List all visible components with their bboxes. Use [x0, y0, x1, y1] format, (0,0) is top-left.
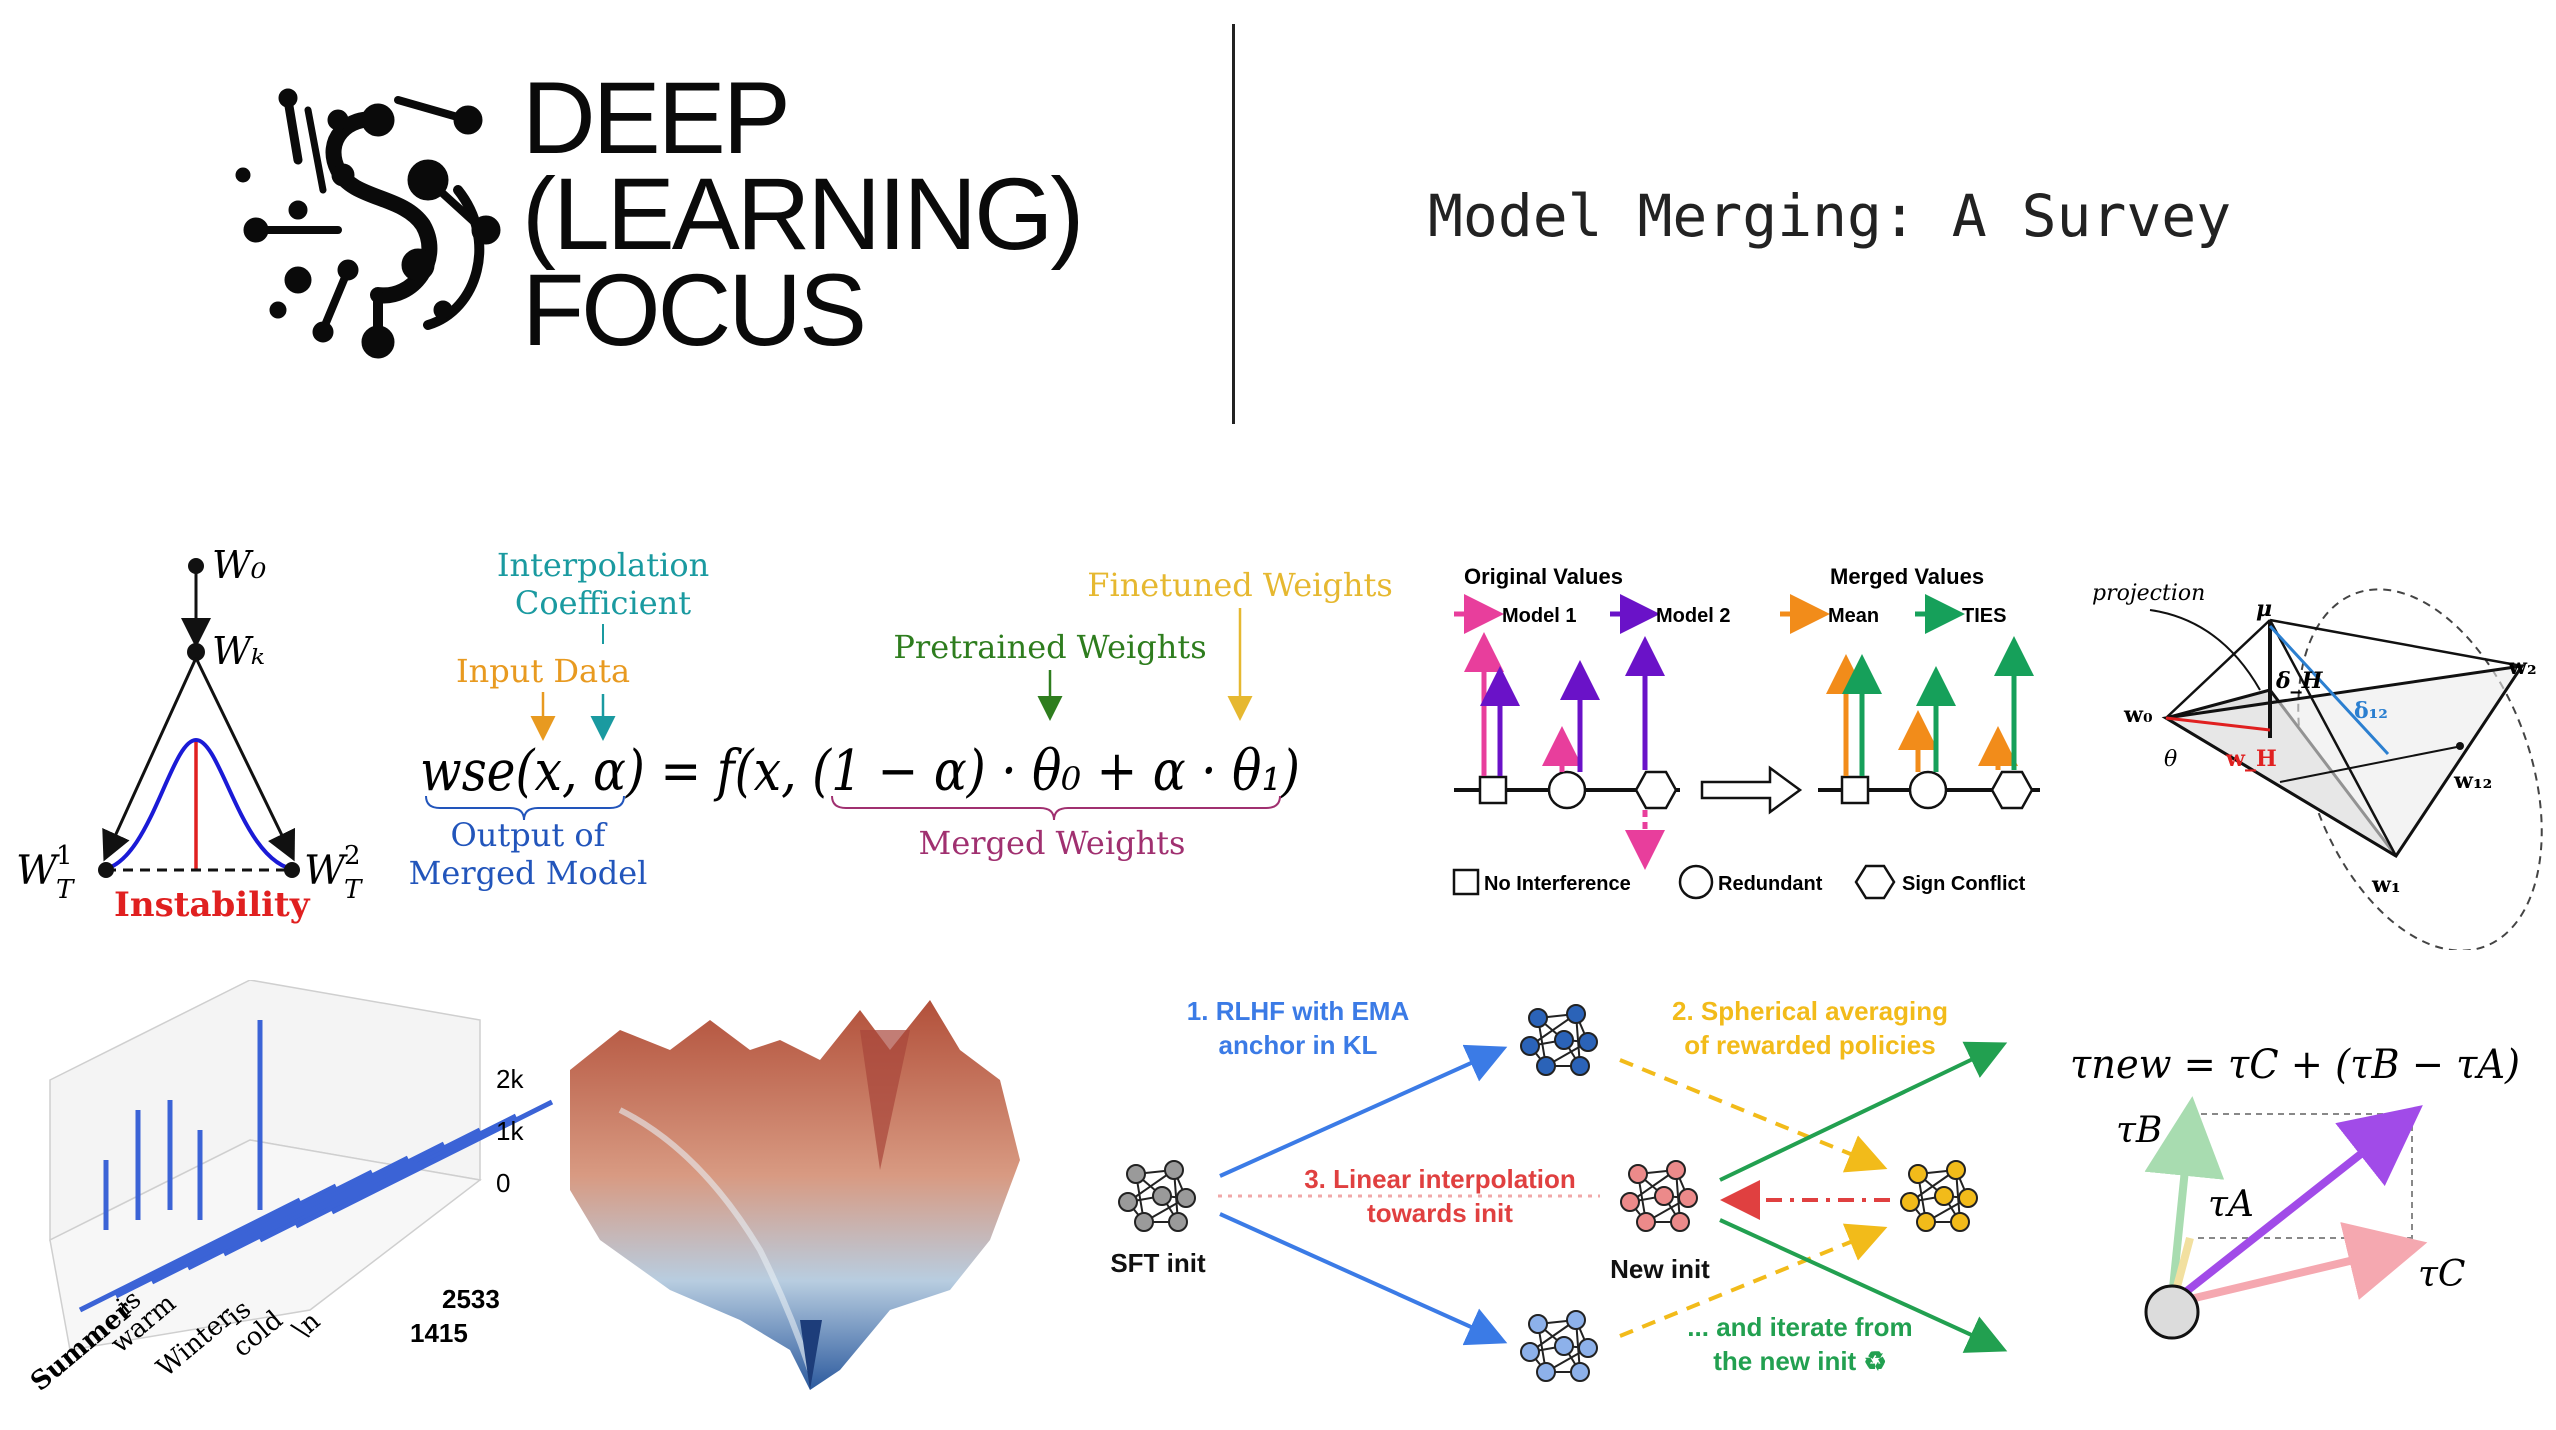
token-series-line [186, 1155, 410, 1271]
token-series-line [258, 1127, 482, 1243]
legend-ties: TIES [1962, 605, 2006, 627]
averaged-network-icon [1900, 1160, 1978, 1232]
origin-node [2144, 1284, 2200, 1340]
delta-12-label: δ₁₂ [2354, 698, 2388, 724]
wk-label: Wₖ [212, 629, 265, 673]
delta-h-label: δ_H [2275, 668, 2324, 694]
warp-flow-diagram: 1. RLHF with EMA anchor in KL 2. Spheric… [1110, 996, 2008, 1382]
merged-label: Merged Weights [919, 824, 1186, 862]
ztick: 0 [496, 1168, 510, 1198]
token-series-line [114, 1183, 338, 1299]
step1-line2: anchor in KL [1219, 1030, 1378, 1060]
output-label-line2: Merged Model [409, 854, 648, 892]
projection-diagram: projection μ δ_H δ₁₂ w₀ θ w_H w₂ w₁₂ w₁ [2092, 581, 2543, 950]
w1-label: w₁ [2371, 872, 2401, 898]
step4-line2: the new init ♻ [1713, 1346, 1887, 1376]
new-init-network-icon [1620, 1160, 1698, 1232]
instability-diagram: W₀ Wₖ W 1 T W 2 T Instability [16, 543, 363, 925]
wk-node [187, 643, 205, 661]
legend-model2: Model 2 [1656, 605, 1730, 627]
finetuned-label: Finetuned Weights [1087, 566, 1392, 604]
tau-c-label: τC [2418, 1254, 2465, 1295]
legend-model1: Model 1 [1502, 605, 1576, 627]
step3-line2: towards init [1367, 1198, 1513, 1228]
wse-equation: wse(x, α) = f(x, (1 − α) · θ₀ + α · θ₁) [420, 739, 1300, 804]
interp-label-line1: Interpolation [497, 546, 709, 584]
shape-no-interference: No Interference [1484, 873, 1631, 895]
token-series-line [330, 1099, 554, 1215]
new-init-label: New init [1610, 1254, 1710, 1284]
pretrained-label: Pretrained Weights [893, 628, 1206, 666]
token-series-line [78, 1197, 302, 1313]
step2-line2: of rewarded policies [1684, 1030, 1935, 1060]
legend-mean: Mean [1828, 605, 1879, 627]
policy-network-top-icon [1520, 1004, 1598, 1076]
header-divider [1232, 24, 1235, 424]
interp-label-line2: Coefficient [515, 584, 691, 622]
w0-node [188, 558, 204, 574]
instability-curve [99, 737, 299, 872]
ytick: 1415 [410, 1318, 468, 1348]
input-label: Input Data [456, 652, 630, 690]
wt2-label: W [304, 848, 348, 894]
wh-label: w_H [2225, 746, 2277, 772]
brand-line: DEEP [522, 61, 791, 175]
deep-learning-focus-logo-icon [235, 88, 501, 359]
token-series-line [294, 1113, 518, 1229]
instability-label: Instability [114, 885, 311, 925]
w0-label: W₀ [212, 543, 266, 587]
projection-label: projection [2092, 581, 2205, 606]
token-series-line [222, 1141, 446, 1257]
token-frequency-3d-chart: 2k 1k 0 2533 1415 Summer is warm Winter … [25, 980, 554, 1397]
brand-line: FOCUS [522, 253, 867, 367]
task-vector-diagram: τnew = τC + (τB − τA) τB τA τC [2070, 1042, 2520, 1340]
sft-init-network-icon [1118, 1160, 1196, 1232]
brand-wordmark: DEEP (LEARNING) FOCUS [522, 61, 1084, 367]
shape-redundant: Redundant [1718, 873, 1823, 895]
wt2-sub: T [344, 875, 363, 905]
sft-init-label: SFT init [1110, 1248, 1206, 1278]
ztick: 2k [496, 1064, 524, 1094]
wt2-sup: 2 [344, 841, 361, 871]
theta-label: θ [2164, 747, 2177, 772]
wse-equation-diagram: Interpolation Coefficient Input Data Fin… [409, 546, 1393, 892]
step4-line1: ... and iterate from [1687, 1312, 1912, 1342]
policy-network-bottom-icon [1520, 1310, 1598, 1382]
shape-sign-conflict: Sign Conflict [1902, 873, 2026, 895]
step1-line1: 1. RLHF with EMA [1187, 996, 1410, 1026]
loss-landscape-image [570, 1000, 1020, 1390]
ties-diagram: Original Values Merged Values Model 1 Mo… [1452, 564, 2040, 900]
mu-label: μ [2256, 596, 2272, 622]
output-label-line1: Output of [451, 816, 608, 854]
merged-values-title: Merged Values [1830, 564, 1984, 589]
original-values-title: Original Values [1464, 564, 1623, 589]
w0-label: w₀ [2123, 702, 2153, 728]
ytick: 2533 [442, 1284, 500, 1314]
step2-line1: 2. Spherical averaging [1672, 996, 1948, 1026]
step3-line1: 3. Linear interpolation [1304, 1164, 1576, 1194]
w2-label: w₂ [2507, 654, 2537, 680]
page-title: Model Merging: A Survey [1428, 182, 2232, 250]
ztick: 1k [496, 1116, 524, 1146]
tau-a-label: τA [2208, 1184, 2254, 1225]
wt1-sup: 1 [56, 841, 73, 871]
wt1-label: W [16, 848, 60, 894]
brand-line: (LEARNING) [522, 157, 1084, 271]
tau-b-label: τB [2116, 1110, 2162, 1151]
wt1-sub: T [56, 875, 75, 905]
w12-label: w₁₂ [2453, 768, 2492, 794]
token-series-line [150, 1169, 374, 1285]
tau-equation: τnew = τC + (τB − τA) [2070, 1042, 2520, 1088]
